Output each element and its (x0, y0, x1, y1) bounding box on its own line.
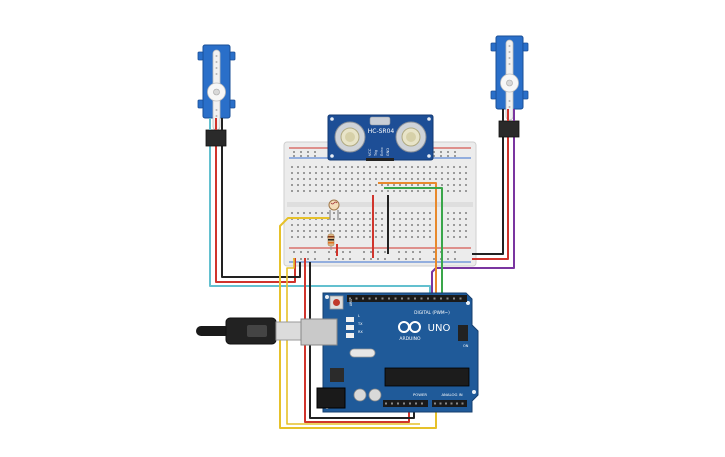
wire-right-servo-power (472, 136, 509, 260)
wire-sensor-trig (378, 182, 437, 297)
power-label: POWER (413, 392, 427, 397)
sensor-model-label: HC-SR04 (368, 128, 395, 135)
photoresistor[interactable] (328, 199, 340, 220)
l-label: L (358, 314, 360, 318)
wire-sensor-echo (384, 187, 443, 297)
arduino-usb-port[interactable] (300, 318, 338, 346)
atmega-chip (384, 367, 470, 387)
resistor[interactable] (327, 230, 335, 250)
reset-button[interactable] (329, 295, 344, 310)
wire-left-servo-signal (209, 145, 431, 297)
arduino-logo (398, 321, 421, 333)
wire-yellow-loop (286, 258, 420, 425)
arduino-brand-label: ARDUINO (399, 336, 421, 342)
icsp-header (458, 325, 468, 341)
capacitor (368, 388, 382, 402)
servo-right[interactable] (490, 35, 529, 138)
transducer-right (395, 121, 427, 153)
aref-label: AREF (349, 298, 353, 306)
wire-left-servo-power (215, 145, 296, 283)
arduino-model-label: UNO (428, 323, 451, 334)
regulator (330, 368, 344, 382)
sensor-pin-vcc: VCC (368, 148, 372, 156)
ultrasonic-sensor[interactable]: HC-SR04 VCC Trig Echo GND (327, 114, 434, 161)
sensor-pin-echo: Echo (380, 148, 384, 157)
wire-right-servo-ground (472, 136, 504, 255)
sensor-pin-gnd: GND (386, 148, 390, 156)
servo-horn (500, 39, 519, 121)
digital-header[interactable] (347, 295, 467, 302)
wire-left-servo-ground (221, 145, 301, 278)
sensor-pin-labels: VCC Trig Echo GND (368, 148, 390, 158)
analog-header[interactable] (432, 400, 467, 407)
digital-label: DIGITAL (PWM~) (414, 310, 450, 316)
on-label: ON (463, 344, 469, 348)
capacitor (353, 388, 367, 402)
servo-left[interactable] (197, 44, 236, 147)
sensor-pin-trig: Trig (374, 150, 378, 157)
arduino-uno[interactable]: DIGITAL (PWM~) ARDUINO UNO POWER ANALOG … (300, 292, 479, 413)
analog-label: ANALOG IN (441, 392, 462, 397)
power-header[interactable] (383, 400, 428, 407)
arduino-dc-jack[interactable] (316, 387, 346, 409)
tx-label: TX (357, 322, 363, 326)
usb-cable[interactable] (196, 317, 307, 345)
header-pins (349, 297, 464, 405)
transducer-left (334, 121, 366, 153)
rx-label: RX (358, 330, 363, 334)
crystal (349, 348, 376, 358)
